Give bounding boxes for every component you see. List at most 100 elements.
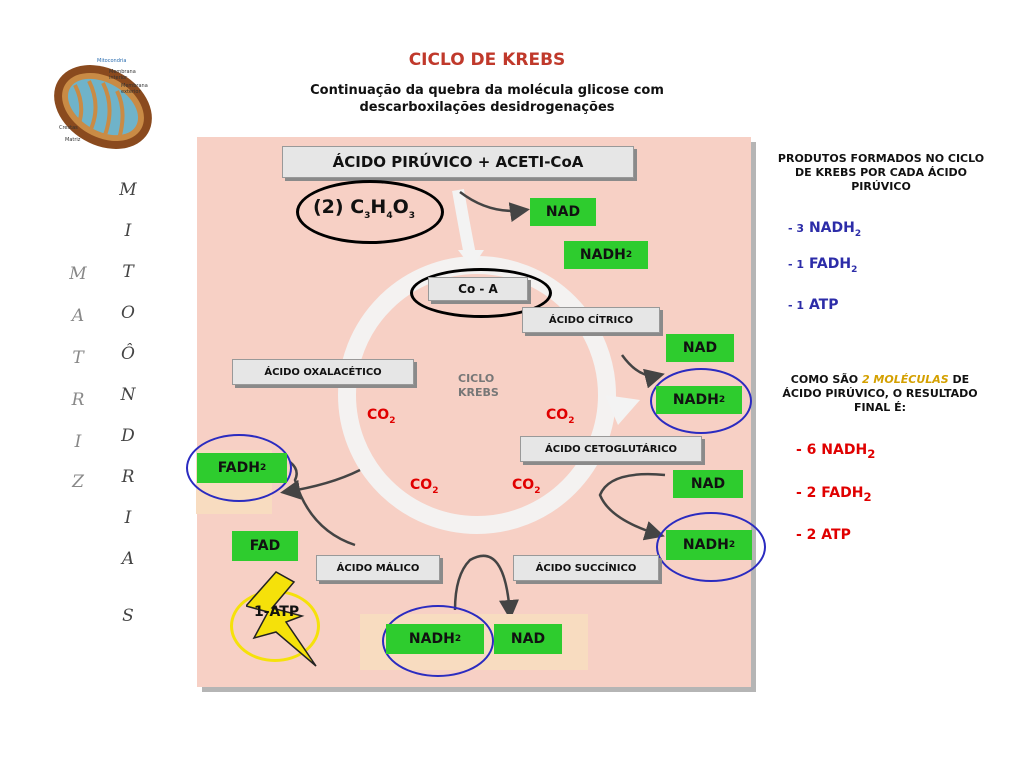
letter: I	[74, 432, 82, 452]
box-acido-succinico: ÁCIDO SUCCÍNICO	[513, 555, 659, 581]
como-b: 2 MOLÉCULAS	[861, 373, 949, 386]
sub2: 2	[854, 228, 862, 239]
sub2: 2	[568, 415, 575, 426]
nadh-label: NADH	[408, 631, 455, 647]
box-acido-malico: ÁCIDO MÁLICO	[316, 555, 440, 581]
fad-box: FAD	[232, 531, 298, 561]
produto-text: NADH	[808, 220, 855, 236]
sub2: 2	[259, 463, 267, 473]
cycle-label-line2: KREBS	[458, 386, 499, 399]
co2-label-1: CO2	[367, 407, 395, 426]
nadh2-oval-3	[656, 512, 766, 582]
letter: M	[119, 180, 137, 200]
letter: O	[121, 303, 135, 323]
mito-label-mitocondria: Mitocondria	[97, 58, 127, 64]
nadh-label: NADH	[682, 537, 729, 553]
resultado-fadh2: - 2 FADH2	[796, 485, 872, 504]
letter: Z	[72, 472, 84, 492]
mito-label-crestas: Crestas	[59, 125, 78, 131]
page-title: CICLO DE KREBS	[408, 50, 566, 70]
letter: T	[122, 262, 134, 282]
letter: M	[69, 264, 87, 284]
como-c: DE ÁCIDO PIRÚVICO, O RESULTADO FINAL É:	[782, 373, 978, 414]
page-subtitle: Continuação da quebra da molécula glicos…	[310, 83, 664, 115]
co2-label-2: CO2	[546, 407, 574, 426]
produto-atp: - 1 ATP	[788, 297, 839, 313]
cycle-ring-arrowhead	[605, 395, 640, 425]
mitochondria-illustration: Mitocondria Membrana interior Membrana e…	[45, 55, 160, 155]
fadh2-oval	[186, 434, 292, 502]
produto-text: ATP	[808, 297, 839, 313]
sub2: 2	[867, 446, 876, 461]
sub2: 2	[534, 485, 541, 496]
letter: N	[120, 385, 136, 405]
sub2: 2	[432, 485, 439, 496]
resultado-text: - 2 FADH	[796, 485, 864, 501]
sub2: 2	[625, 250, 633, 260]
mito-label-membrana-interior: Membrana interior	[109, 69, 136, 81]
resultado-text: - 6 NADH	[796, 442, 868, 458]
letter: S	[122, 606, 134, 626]
coa-oval	[410, 268, 552, 318]
cycle-label-line1: CICLO	[458, 372, 495, 385]
letter: I	[124, 221, 132, 241]
nad-box-1: NAD	[530, 198, 596, 226]
letter: Ô	[121, 344, 135, 364]
letter: T	[72, 348, 84, 368]
nadh-label: NADH	[579, 247, 626, 263]
formula-o-sub: 3	[408, 210, 416, 221]
produto-qty: - 3	[788, 222, 805, 235]
letter: A	[71, 306, 85, 326]
nadh2-oval-4	[382, 605, 494, 677]
formula-h-sub: 4	[386, 210, 393, 221]
letter: D	[121, 426, 135, 446]
sub2: 2	[389, 415, 396, 426]
formula-oval	[296, 180, 444, 244]
atp-label: 1-ATP	[254, 604, 300, 620]
co2-label-4: CO2	[512, 477, 540, 496]
nad-box-4: NAD	[494, 624, 562, 654]
letter: A	[121, 549, 135, 569]
lightning-icon	[244, 570, 318, 674]
letter: R	[71, 390, 85, 410]
fadh-label: FADH	[217, 460, 260, 476]
produto-nadh2: - 3 NADH2	[788, 220, 861, 239]
box-acido-cetoglutarico: ÁCIDO CETOGLUTÁRICO	[520, 436, 702, 462]
co2-label-3: CO2	[410, 477, 438, 496]
resultado-title: COMO SÃO 2 MOLÉCULAS DE ÁCIDO PIRÚVICO, …	[772, 373, 988, 415]
resultado-nadh2: - 6 NADH2	[796, 442, 875, 461]
sub2: 2	[718, 395, 726, 405]
formula-o: O	[392, 196, 409, 218]
formula-c: (2) C	[313, 196, 365, 218]
box-acido-oxalacetico: ÁCIDO OXALACÉTICO	[232, 359, 414, 385]
co2-text: CO	[410, 477, 433, 493]
sub2: 2	[728, 540, 736, 550]
co2-text: CO	[512, 477, 535, 493]
sub2: 2	[454, 634, 462, 644]
coa-box: Co - A	[428, 277, 528, 301]
nadh-label: NADH	[672, 392, 719, 408]
header-box-acido-piruvico: ÁCIDO PIRÚVICO + ACETI-CoA	[282, 146, 634, 178]
letter: R	[121, 467, 135, 487]
box-acido-citrico: ÁCIDO CÍTRICO	[522, 307, 660, 333]
cycle-ring	[338, 256, 616, 534]
co2-text: CO	[546, 407, 569, 423]
formula-c-sub: 3	[364, 210, 371, 221]
produtos-title: PRODUTOS FORMADOS NO CICLO DE KREBS POR …	[777, 152, 985, 193]
produto-text: FADH	[808, 256, 852, 272]
produto-qty: - 1	[788, 258, 805, 271]
co2-text: CO	[367, 407, 390, 423]
nad-box-3: NAD	[673, 470, 743, 498]
nad-box-2: NAD	[666, 334, 734, 362]
mito-label-membrana-exterior: Membrana exterior	[121, 83, 148, 95]
mito-label-matriz: Matriz	[65, 137, 81, 143]
produto-qty: - 1	[788, 299, 805, 312]
letter: I	[124, 508, 132, 528]
produto-fadh2: - 1 FADH2	[788, 256, 857, 275]
